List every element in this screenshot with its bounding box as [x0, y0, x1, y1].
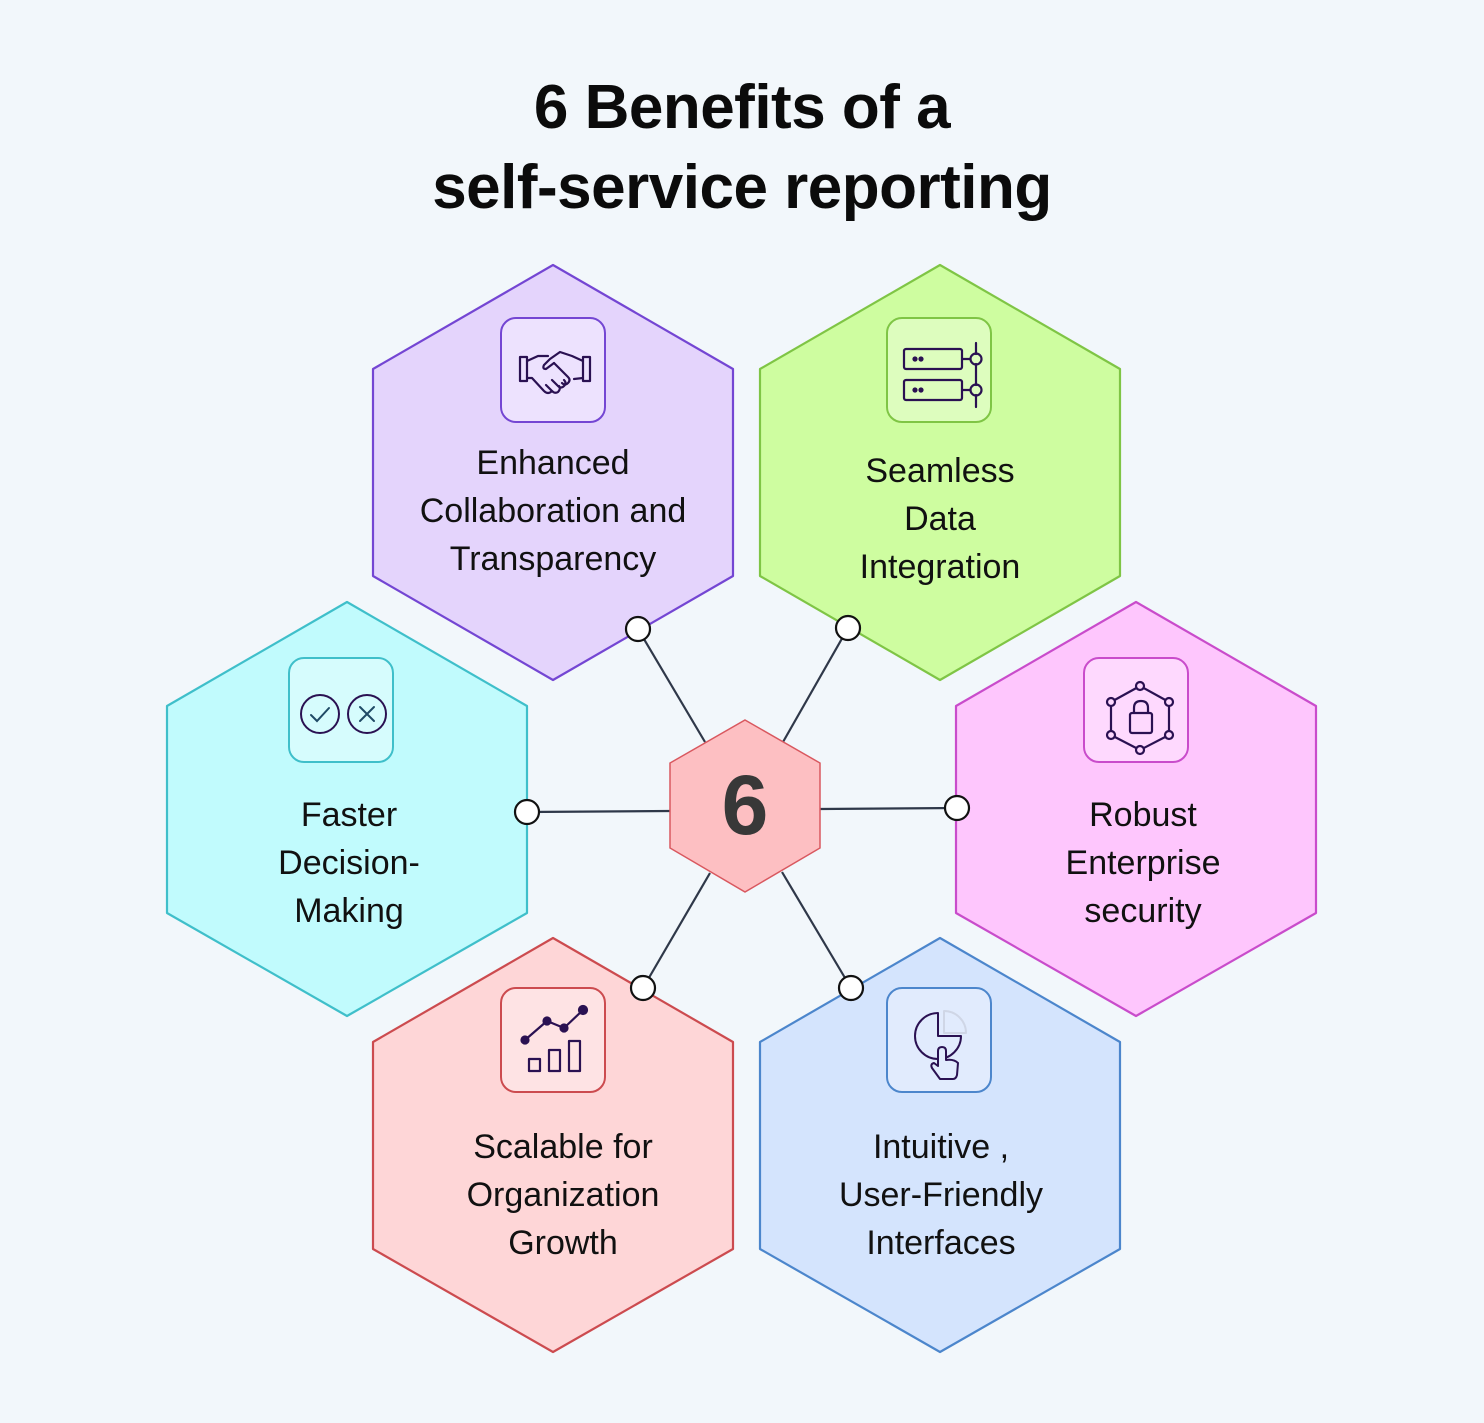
connector-line-1 — [637, 628, 706, 743]
benefit-label-user-friendly: Intuitive , User-Friendly Interfaces — [781, 1123, 1101, 1267]
benefit-label-data-integration: Seamless Data Integration — [780, 447, 1100, 591]
benefit-label-line: Data — [904, 500, 976, 538]
connector-dots — [513, 614, 971, 1002]
page-title: 6 Benefits of a self-service reporting — [0, 68, 1484, 228]
connectors — [526, 627, 958, 989]
connector-line-5 — [642, 872, 711, 989]
benefit-label-line: Intuitive , — [872, 1128, 1010, 1166]
benefit-label-line: Faster — [300, 796, 398, 834]
benefit-hexagon-collaboration — [371, 263, 735, 682]
security-lock-icon — [1105, 680, 1175, 756]
icon-box-security — [1083, 657, 1189, 763]
benefit-label-collaboration: Enhanced Collaboration and Transparency — [393, 439, 713, 583]
icon-box-data-integration — [886, 317, 992, 423]
benefit-label-scalability: Scalable for Organization Growth — [403, 1123, 723, 1267]
handshake-icon — [518, 350, 592, 395]
benefit-hexagon-decision-making — [165, 600, 529, 1018]
connector-dot — [629, 974, 657, 1002]
benefit-label-line: security — [1084, 892, 1202, 930]
connector-dot — [624, 615, 652, 643]
benefit-hexagon-user-friendly — [758, 936, 1122, 1354]
benefit-label-line: Making — [294, 892, 404, 930]
connector-line-6 — [781, 871, 852, 989]
benefit-label-line: Scalable for — [473, 1128, 653, 1166]
title-line-2: self-service reporting — [432, 153, 1052, 222]
connector-dot — [513, 798, 541, 826]
benefit-label-line: Decision- — [278, 844, 420, 882]
server-network-icon — [902, 341, 983, 409]
benefit-label-line: Enterprise — [1065, 844, 1221, 882]
benefit-hexagon-data-integration — [758, 263, 1122, 682]
center-hexagon — [669, 719, 821, 893]
benefit-label-line: Growth — [508, 1224, 618, 1262]
connector-dot — [943, 794, 971, 822]
center-number: 6 — [721, 758, 769, 852]
benefit-label-line: Transparency — [449, 540, 657, 578]
benefit-label-security: Robust Enterprise security — [983, 791, 1303, 935]
benefit-label-line: Interfaces — [866, 1224, 1016, 1262]
icon-box-user-friendly — [886, 987, 992, 1093]
connector-line-4 — [819, 806, 958, 811]
benefit-label-line: User-Friendly — [838, 1176, 1044, 1214]
title-line-1: 6 Benefits of a — [533, 73, 951, 142]
connector-line-3 — [526, 809, 671, 814]
benefit-label-line: Seamless — [865, 452, 1015, 490]
growth-chart-icon — [520, 1004, 589, 1073]
benefit-hexagon-security — [954, 600, 1318, 1018]
benefit-label-line: Enhanced — [476, 444, 630, 482]
benefit-label-line: Integration — [859, 548, 1021, 586]
benefit-label-line: Organization — [466, 1176, 660, 1214]
icon-box-scalability — [500, 987, 606, 1093]
icon-box-decision-making — [288, 657, 394, 763]
benefit-label-line: Collaboration and — [419, 492, 687, 530]
benefit-label-decision-making: Faster Decision- Making — [189, 791, 509, 935]
icon-box-collaboration — [500, 317, 606, 423]
pie-chart-click-icon — [914, 1010, 967, 1080]
benefit-hexagon-scalability — [371, 936, 735, 1354]
check-cross-icon — [300, 694, 387, 734]
connector-dot — [834, 614, 862, 642]
connector-line-2 — [782, 627, 849, 743]
benefit-label-line: Robust — [1089, 796, 1197, 834]
connector-dot — [837, 974, 865, 1002]
